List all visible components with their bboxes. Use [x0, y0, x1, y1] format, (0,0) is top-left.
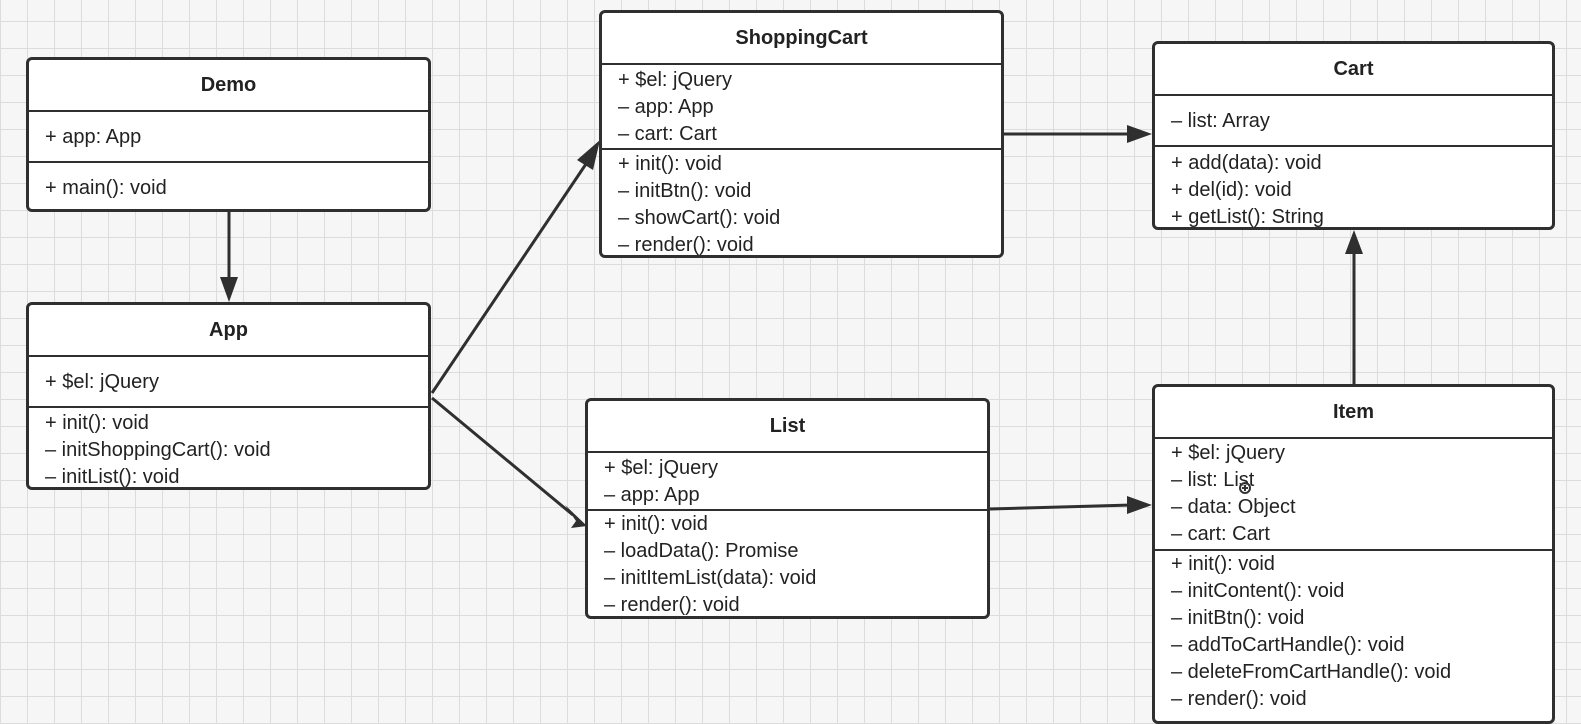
class-name-demo: Demo: [29, 60, 428, 112]
attribute-row: – app: App: [618, 96, 714, 118]
method-row: – initBtn(): void: [1171, 607, 1305, 629]
attributes-list: + $el: jQuery – app: App: [588, 453, 987, 511]
attributes-demo: + app: App: [29, 112, 428, 163]
attribute-row: + $el: jQuery: [1171, 442, 1285, 464]
attribute-row: – list: List: [1171, 469, 1255, 491]
attributes-app: + $el: jQuery: [29, 357, 428, 408]
class-name-app: App: [29, 305, 428, 357]
arrow-app-to-shoppingcart: [430, 157, 592, 394]
class-box-list[interactable]: List + $el: jQuery – app: App + init(): …: [585, 398, 990, 619]
arrowhead-demo-to-app: [220, 277, 238, 302]
method-row: – render(): void: [1171, 688, 1307, 710]
method-row: – initShoppingCart(): void: [45, 439, 271, 461]
arrowhead-item-to-cart: [1345, 230, 1363, 254]
class-name-shoppingcart: ShoppingCart: [602, 13, 1001, 65]
class-box-item[interactable]: Item + $el: jQuery – list: List – data: …: [1152, 384, 1555, 724]
method-row: + add(data): void: [1171, 152, 1322, 174]
attribute-row: – cart: Cart: [618, 123, 717, 145]
methods-list: + init(): void – loadData(): Promise – i…: [588, 511, 987, 616]
method-row: – deleteFromCartHandle(): void: [1171, 661, 1452, 683]
attribute-row: – app: App: [604, 484, 700, 506]
class-box-app[interactable]: App + $el: jQuery + init(): void – initS…: [26, 302, 431, 490]
attribute-row: – list: Array: [1171, 110, 1270, 132]
move-cursor-icon: [1239, 482, 1251, 494]
arrow-app-to-list: [431, 396, 574, 517]
method-row: – initContent(): void: [1171, 580, 1345, 602]
method-row: – showCart(): void: [618, 207, 781, 229]
arrow-list-to-item: [989, 503, 1133, 511]
method-row: – render(): void: [618, 234, 754, 256]
method-row: + init(): void: [1171, 553, 1275, 575]
attribute-row: + app: App: [45, 126, 142, 148]
class-name-cart: Cart: [1155, 44, 1552, 96]
method-row: + del(id): void: [1171, 179, 1292, 201]
methods-app: + init(): void – initShoppingCart(): voi…: [29, 408, 428, 488]
methods-cart: + add(data): void + del(id): void + getL…: [1155, 147, 1552, 228]
method-row: – render(): void: [604, 594, 740, 616]
method-row: – initItemList(data): void: [604, 567, 817, 589]
attribute-row: – data: Object: [1171, 496, 1296, 518]
method-row: + main(): void: [45, 177, 167, 199]
method-row: + init(): void: [45, 412, 149, 434]
class-name-item: Item: [1155, 387, 1552, 439]
class-name-list: List: [588, 401, 987, 453]
method-row: + getList(): String: [1171, 206, 1324, 228]
method-row: + init(): void: [604, 513, 708, 535]
arrowhead-shoppingcart-to-cart: [1127, 125, 1152, 143]
attribute-row: + $el: jQuery: [604, 457, 718, 479]
arrowhead-app-to-shoppingcart: [577, 140, 600, 170]
arrowhead-list-to-item: [1127, 496, 1152, 514]
class-box-shoppingcart[interactable]: ShoppingCart + $el: jQuery – app: App – …: [599, 10, 1004, 258]
method-row: – loadData(): Promise: [604, 540, 799, 562]
arrowhead-app-to-list: [565, 505, 587, 528]
attribute-row: + $el: jQuery: [45, 371, 159, 393]
attribute-row: – cart: Cart: [1171, 523, 1270, 545]
attributes-cart: – list: Array: [1155, 96, 1552, 147]
methods-shoppingcart: + init(): void – initBtn(): void – showC…: [602, 150, 1001, 256]
method-row: – initList(): void: [45, 466, 180, 488]
methods-demo: + main(): void: [29, 163, 428, 202]
method-row: + init(): void: [618, 153, 722, 175]
attributes-item: + $el: jQuery – list: List – data: Objec…: [1155, 439, 1552, 551]
attributes-shoppingcart: + $el: jQuery – app: App – cart: Cart: [602, 65, 1001, 150]
method-row: – initBtn(): void: [618, 180, 752, 202]
class-box-cart[interactable]: Cart – list: Array + add(data): void + d…: [1152, 41, 1555, 230]
method-row: – addToCartHandle(): void: [1171, 634, 1405, 656]
class-box-demo[interactable]: Demo + app: App + main(): void: [26, 57, 431, 212]
methods-item: + init(): void – initContent(): void – i…: [1155, 551, 1552, 713]
attribute-row: + $el: jQuery: [618, 69, 732, 91]
